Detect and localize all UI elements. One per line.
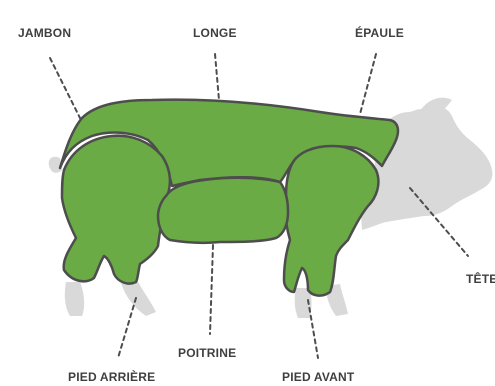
leader-line-pied-avant [308,300,318,358]
label-epaule: ÉPAULE [355,26,404,40]
leader-line-longe [215,54,219,100]
leader-line-epaule [360,54,376,114]
label-longe: LONGE [193,26,237,40]
rear-foot-left-silhouette [65,282,84,316]
label-tete: TÊTE [466,272,495,286]
label-jambon: JAMBON [18,26,71,40]
leader-line-pied-arriere [118,298,136,358]
cuts [60,100,398,296]
label-pied-arriere: PIED ARRIÈRE [68,370,155,384]
label-poitrine: POITRINE [178,346,236,360]
leader-line-poitrine [210,245,213,334]
cut-jambon [62,136,170,284]
cut-poitrine [158,178,288,243]
label-pied-avant: PIED AVANT [282,370,354,384]
leader-line-jambon [50,58,80,118]
